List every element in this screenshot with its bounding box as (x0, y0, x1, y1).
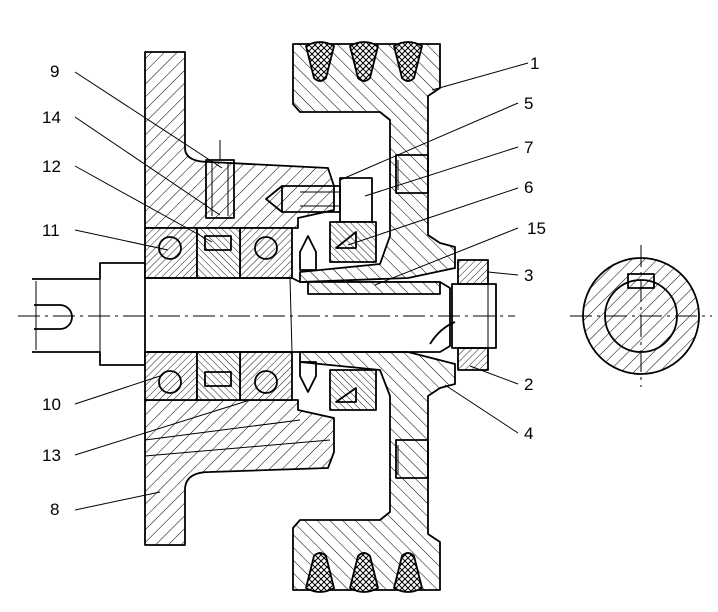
screw-9 (205, 140, 235, 219)
shaft-cross-section (570, 245, 712, 387)
shaft-2 (145, 277, 456, 353)
callout-10: 10 (42, 395, 61, 414)
leader-lines (74, 62, 529, 511)
callout-12: 12 (42, 157, 61, 176)
callout-6: 6 (524, 178, 533, 197)
callout-4: 4 (524, 424, 533, 443)
callout-13: 13 (42, 446, 61, 465)
callout-15: 15 (527, 219, 546, 238)
nut-3 (451, 259, 497, 371)
callout-labels: 1 2 3 4 5 6 7 8 9 10 11 12 13 14 15 (42, 54, 546, 519)
pulley-1 (292, 41, 456, 593)
callout-11: 11 (42, 221, 60, 240)
housing-8 (144, 51, 335, 546)
shaft-stub (32, 262, 146, 366)
callout-9: 9 (50, 62, 59, 81)
callout-8: 8 (50, 500, 59, 519)
seal-6 (299, 221, 377, 411)
callout-7: 7 (524, 138, 533, 157)
callout-1: 1 (530, 54, 539, 73)
callout-2: 2 (524, 375, 533, 394)
callout-14: 14 (42, 108, 61, 127)
spacer-13 (196, 227, 241, 401)
callout-5: 5 (524, 94, 533, 113)
callout-3: 3 (524, 266, 533, 285)
